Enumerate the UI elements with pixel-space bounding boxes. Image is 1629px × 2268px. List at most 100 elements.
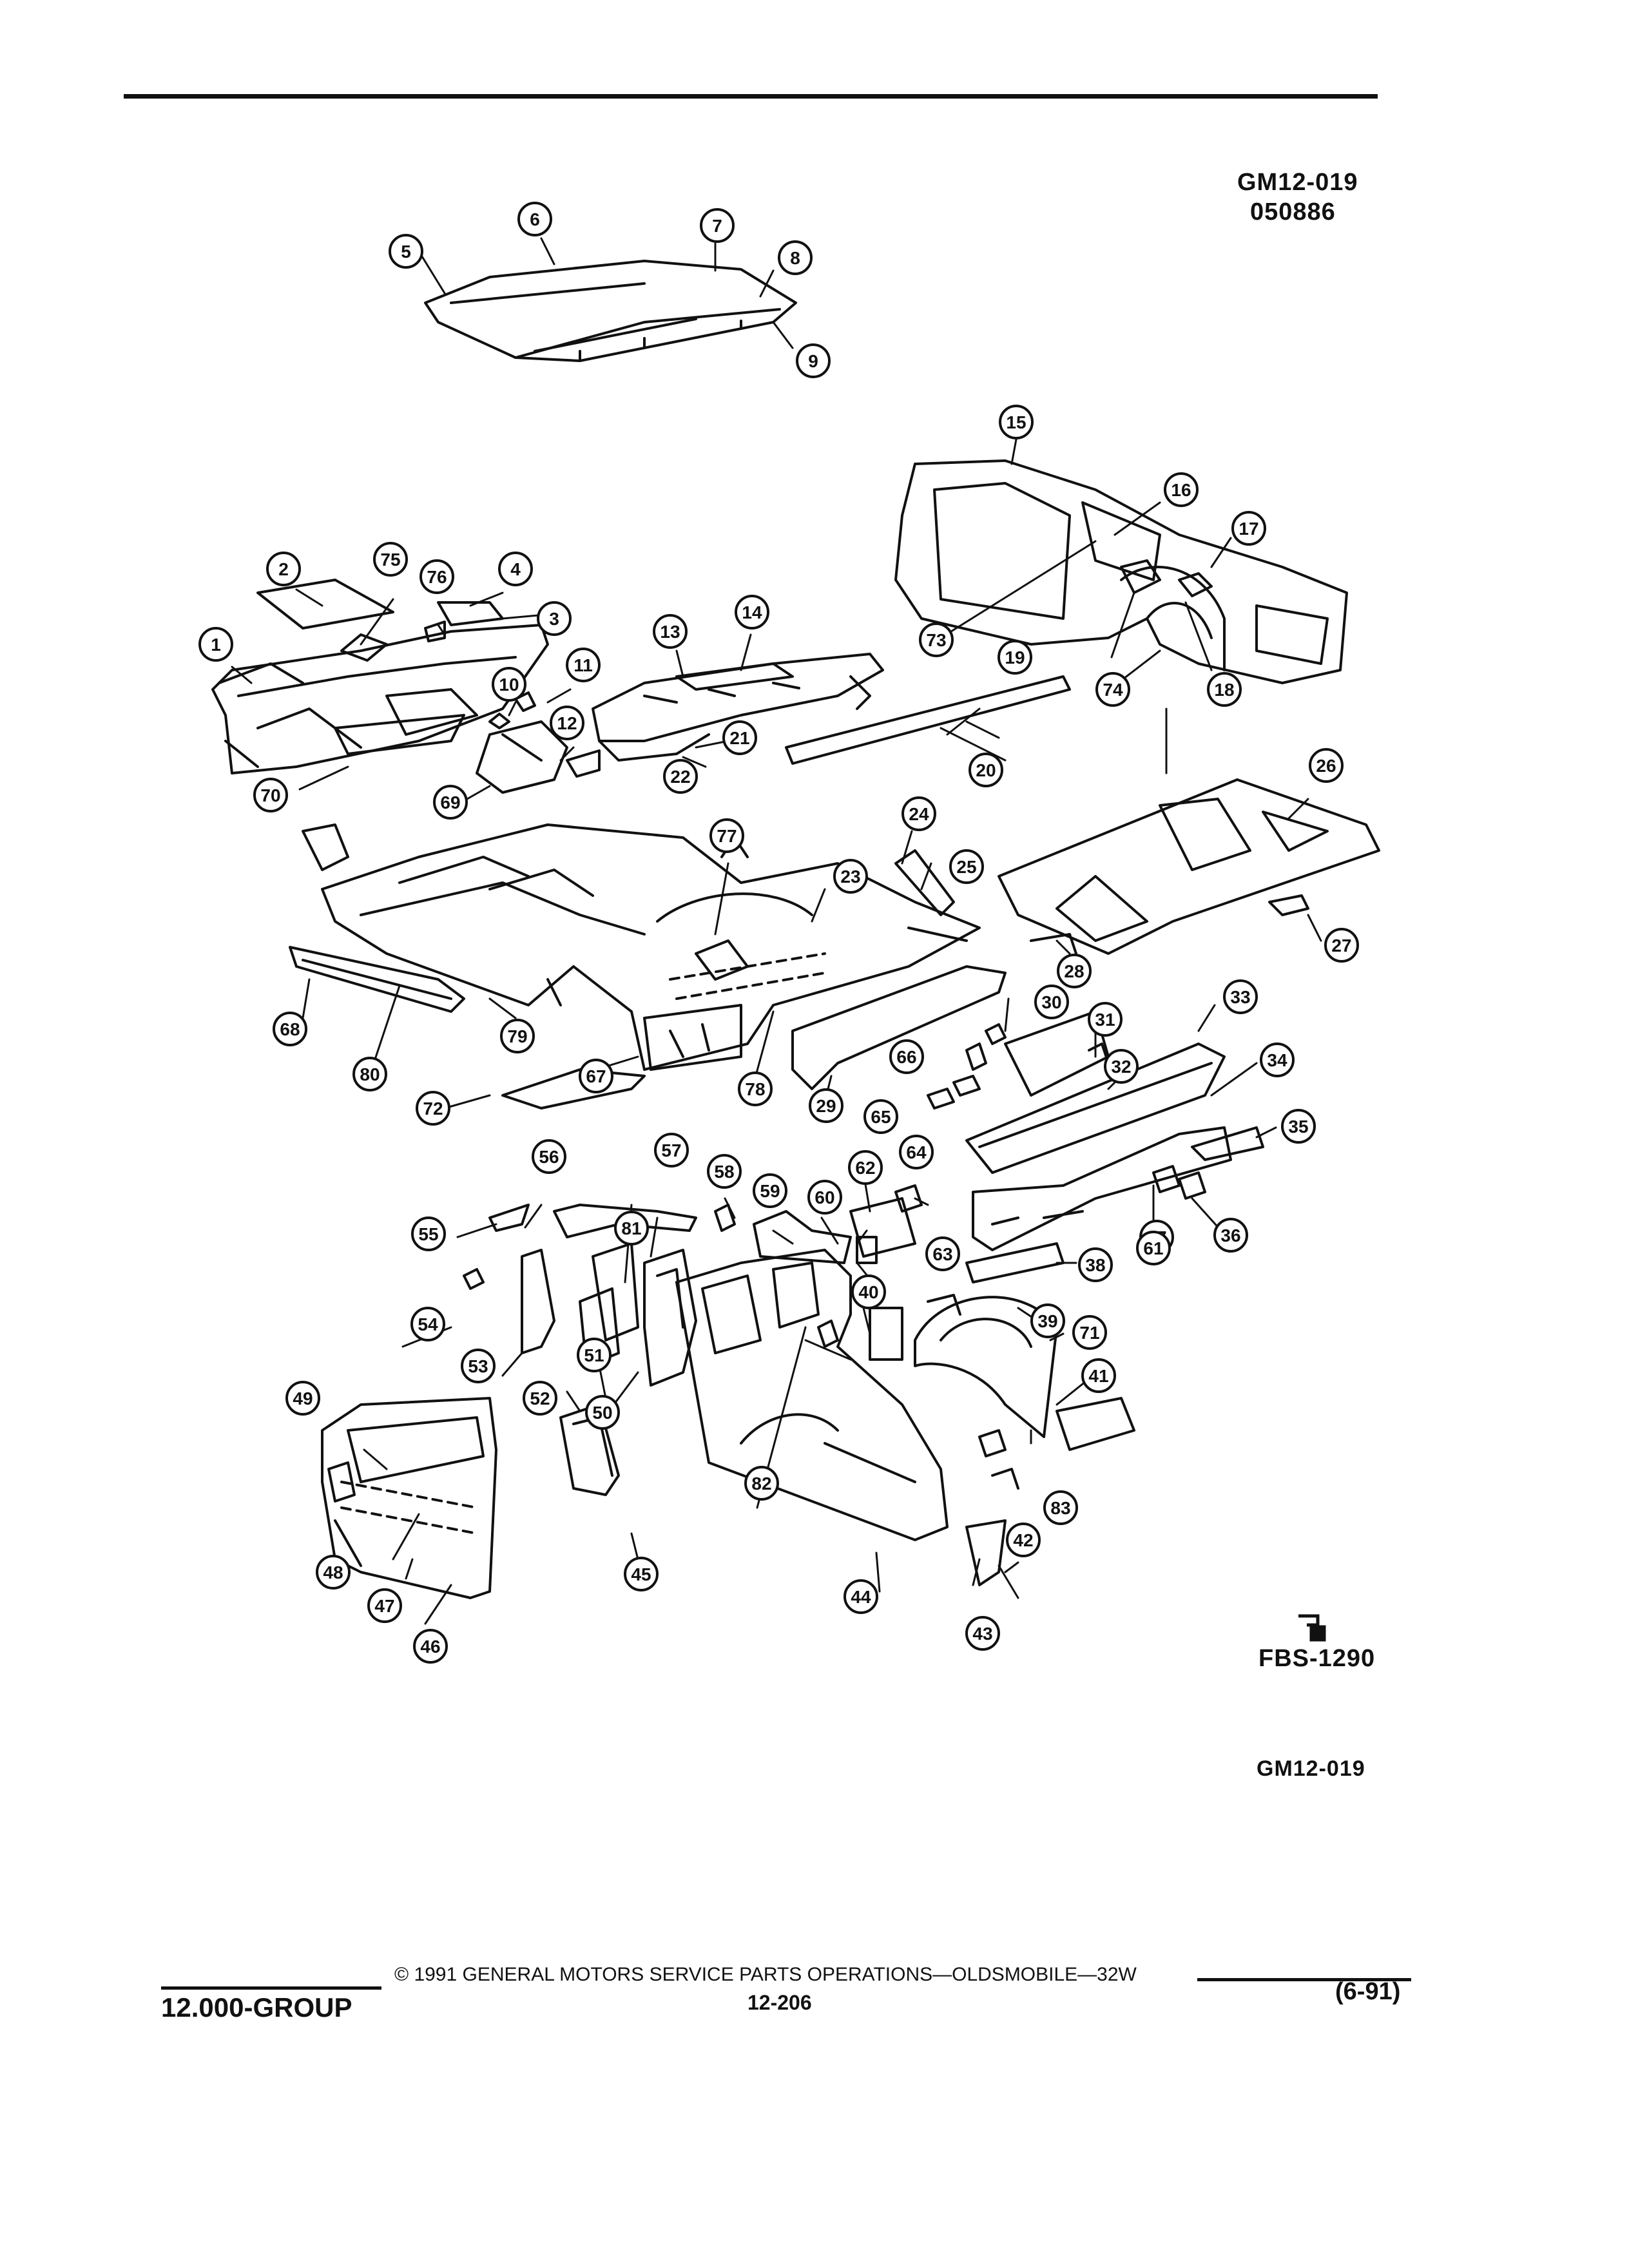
- callout-62: 62: [848, 1150, 883, 1185]
- door-assembly: [321, 1397, 497, 1599]
- callout-68: 68: [273, 1012, 307, 1046]
- callout-number: 7: [712, 216, 722, 236]
- callout-circle: [1309, 748, 1344, 783]
- callout-number: 48: [323, 1562, 343, 1582]
- callout-number: 19: [1005, 648, 1025, 668]
- callout-circle: [965, 1616, 1000, 1651]
- callout-75: 75: [373, 542, 408, 577]
- callout-number: 74: [1103, 680, 1123, 700]
- callout-circle: [373, 542, 408, 577]
- callout-number: 4: [510, 559, 521, 579]
- callout-number: 13: [660, 622, 680, 642]
- callout-number: 72: [423, 1099, 443, 1119]
- callout-circle: [744, 1466, 779, 1501]
- callout-number: 36: [1220, 1225, 1240, 1245]
- callout-circle: [411, 1216, 446, 1251]
- callout-circle: [1034, 985, 1069, 1019]
- callout-circle: [654, 1133, 689, 1168]
- callout-circle: [614, 1211, 649, 1245]
- callout-27: 27: [1324, 928, 1359, 963]
- top-rule: [124, 94, 1378, 99]
- callout-circle: [998, 640, 1032, 675]
- callout-circle: [663, 759, 698, 794]
- footer-rule-right: [1197, 1978, 1411, 1981]
- callout-17: 17: [1231, 511, 1266, 546]
- callout-4: 4: [498, 552, 533, 586]
- callout-number: 57: [661, 1140, 681, 1160]
- callout-55: 55: [411, 1216, 446, 1251]
- callout-74: 74: [1095, 672, 1130, 707]
- callout-number: 77: [717, 826, 737, 846]
- callout-number: 40: [858, 1282, 878, 1302]
- callout-number: 43: [972, 1624, 992, 1644]
- callout-circle: [969, 753, 1003, 787]
- callout-64: 64: [899, 1135, 934, 1169]
- header-date-code: 050886: [1250, 198, 1336, 226]
- callout-circle: [1057, 954, 1092, 988]
- callout-number: 31: [1095, 1010, 1115, 1030]
- callout-44: 44: [843, 1579, 878, 1614]
- callout-32: 32: [1104, 1049, 1139, 1084]
- footer-rule-left: [161, 1986, 381, 1990]
- callout-circle: [1078, 1247, 1113, 1282]
- callout-circle: [778, 240, 813, 275]
- footer-page-number: 12-206: [747, 1991, 812, 2014]
- callout-number: 33: [1230, 987, 1250, 1007]
- callout-number: 9: [808, 351, 818, 371]
- callout-number: 66: [896, 1047, 916, 1067]
- callout-circle: [461, 1349, 496, 1383]
- callout-49: 49: [285, 1381, 320, 1416]
- header-code: GM12-019: [1237, 169, 1358, 196]
- callout-number: 17: [1239, 519, 1258, 539]
- callout-number: 64: [906, 1142, 927, 1162]
- callout-80: 80: [352, 1057, 387, 1091]
- callout-54: 54: [410, 1307, 445, 1341]
- callout-77: 77: [709, 818, 744, 853]
- callout-12: 12: [550, 706, 584, 740]
- callout-73: 73: [919, 622, 954, 657]
- callout-number: 50: [592, 1403, 612, 1423]
- callout-circle: [352, 1057, 387, 1091]
- callout-34: 34: [1260, 1043, 1295, 1077]
- callout-59: 59: [753, 1173, 787, 1208]
- quarter-panel-assembly: [463, 1184, 1135, 1586]
- callout-number: 49: [293, 1389, 313, 1408]
- callout-number: 10: [499, 675, 519, 695]
- callout-circle: [1164, 472, 1199, 507]
- callout-circle: [624, 1557, 659, 1591]
- callout-65: 65: [863, 1099, 898, 1134]
- callout-number: 15: [1006, 412, 1026, 432]
- callout-circle: [863, 1099, 898, 1134]
- callout-76: 76: [419, 559, 454, 594]
- callout-number: 61: [1143, 1238, 1163, 1258]
- callout-31: 31: [1088, 1002, 1123, 1037]
- callout-number: 81: [621, 1218, 641, 1238]
- callout-circle: [410, 1307, 445, 1341]
- callout-52: 52: [523, 1381, 557, 1416]
- callout-43: 43: [965, 1616, 1000, 1651]
- callout-25: 25: [949, 849, 984, 884]
- callout-circle: [253, 778, 288, 812]
- callout-circle: [266, 552, 301, 586]
- callout-circle: [1324, 928, 1359, 963]
- callout-circle: [1281, 1109, 1316, 1144]
- callout-69: 69: [433, 785, 468, 820]
- callout-number: 42: [1013, 1530, 1033, 1550]
- callout-38: 38: [1078, 1247, 1113, 1282]
- callout-number: 39: [1037, 1311, 1057, 1331]
- callout-number: 68: [280, 1019, 300, 1039]
- callout-circle: [999, 405, 1034, 439]
- callout-circle: [851, 1274, 886, 1309]
- callout-number: 8: [790, 248, 800, 268]
- callout-number: 67: [586, 1066, 606, 1086]
- callout-circle: [1260, 1043, 1295, 1077]
- callout-47: 47: [367, 1588, 402, 1623]
- callout-number: 1: [211, 635, 221, 655]
- callout-70: 70: [253, 778, 288, 812]
- callout-circle: [577, 1338, 612, 1372]
- callout-9: 9: [796, 343, 831, 378]
- callout-number: 75: [380, 550, 400, 570]
- callout-28: 28: [1057, 954, 1092, 988]
